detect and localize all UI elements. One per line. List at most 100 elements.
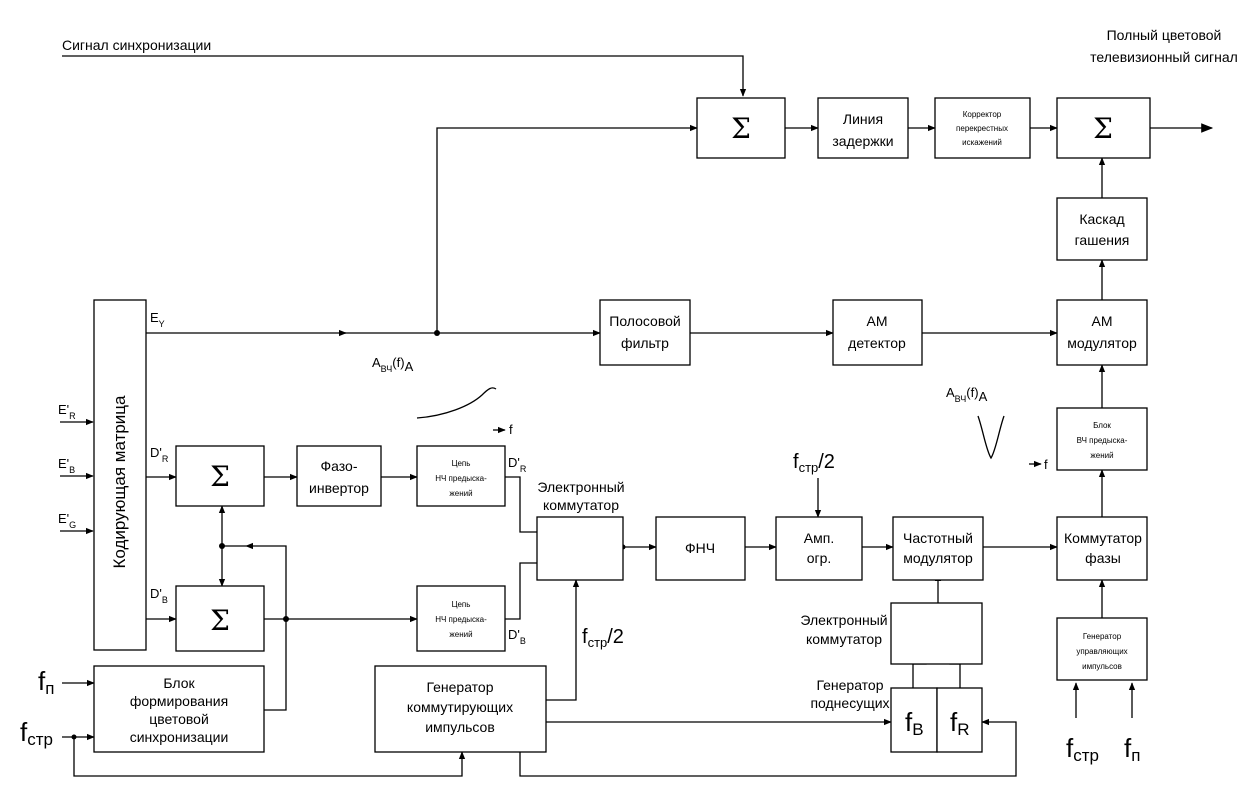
svg-text:жений: жений [449,630,472,639]
hf-response-curve [977,415,1005,460]
color-sync-block [93,665,265,753]
corrector-label: Корректор [963,110,1002,119]
svg-text:фазы: фазы [1085,550,1121,566]
signal-labels: Сигнал синхронизации Полный цветовой тел… [20,27,1238,765]
sum-out-block [1056,97,1151,159]
svg-text:формирования: формирования [130,693,228,709]
dr-left-label: D'R [150,445,169,464]
am-modulator-label: АМ [1092,313,1113,329]
fstr2-mid-label: fстр/2 [582,626,624,650]
ey-to-sum-line [436,124,698,333]
cascade-label: Каскад [1079,211,1124,227]
fb-label: fB [905,707,924,739]
switch-gen-label: Генератор [426,679,493,695]
svg-text:НЧ предыска-: НЧ предыска- [435,474,487,483]
cascade-block [1056,197,1148,261]
svg-text:задержки: задержки [832,133,893,149]
output-label: Полный цветовой [1107,27,1222,43]
svg-text:фильтр: фильтр [621,335,669,351]
svg-text:инвертор: инвертор [309,480,369,496]
sum-r-label: Σ [210,460,230,493]
avch-right-label: AВЧ(f)A [946,385,988,404]
svg-text:коммутатор: коммутатор [543,497,619,513]
limiter-block [775,516,863,581]
lpf-block [655,516,746,581]
block-labels: Σ Σ Σ Σ Линия задержки Корректор перекре… [110,110,1142,745]
f-axis-label-a: f [509,422,513,437]
fr-block [936,687,983,753]
frequency-response-curves [416,387,1042,468]
delay-line-label: Линия [843,111,883,127]
lf-r-block [416,445,506,507]
svg-text:детектор: детектор [848,335,906,351]
fm-label: Частотный [903,530,973,546]
svg-text:поднесущих: поднесущих [810,695,889,711]
f-axis-label-b: f [1044,457,1048,472]
fr-label: fR [950,707,970,739]
sum-b-label: Σ [210,604,230,637]
sum-out-label: Σ [1093,112,1113,145]
svg-text:коммутирующих: коммутирующих [407,699,513,715]
hf-preemph-block [1056,407,1148,471]
svg-text:управляющих: управляющих [1076,647,1127,656]
limiter-label: Амп. [804,530,834,546]
switch-caption: Электронный [537,479,624,495]
blocks [93,97,1151,753]
ey-label: EY [150,310,165,329]
db-right-label: D'B [508,627,526,646]
electronic-switch-2-block [890,602,983,665]
svg-text:ВЧ предыска-: ВЧ предыска- [1077,436,1128,445]
phase-switch-label: Коммутатор [1064,530,1142,546]
subcarrier-caption: Генератор [816,677,883,693]
eb-label: E'B [58,456,75,475]
svg-text:импульсов: импульсов [1082,662,1122,671]
lf-b-block [416,585,506,652]
phase-inverter-label: Фазо- [321,458,358,474]
lpf-label: ФНЧ [685,540,715,556]
svg-text:модулятор: модулятор [903,550,973,566]
fstr-left-label: fстр [20,717,53,749]
hf-preemph-label: Блок [1093,421,1111,430]
svg-text:искажений: искажений [962,138,1002,147]
sum-top-block [696,97,786,159]
phase-inverter-block [296,445,382,507]
am-detector-label: АМ [867,313,888,329]
dr-right-label: D'R [508,455,527,474]
svg-text:модулятор: модулятор [1067,335,1137,351]
sync-line [62,55,747,97]
ctrl-gen-block [1056,617,1148,681]
fm-block [892,516,984,581]
fb-block [890,687,938,753]
svg-text:жений: жений [449,489,472,498]
corrector-block [934,97,1031,159]
matrix-label: Кодирующая матрица [110,395,129,569]
fp-right-label: fп [1124,733,1140,765]
delay-line-block [817,97,909,159]
sync-signal-label: Сигнал синхронизации [62,37,211,53]
svg-text:импульсов: импульсов [425,719,495,735]
sum-top-label: Σ [731,112,751,145]
svg-text:гашения: гашения [1075,232,1130,248]
switch2-caption: Электронный [800,612,887,628]
phase-switch-block [1056,516,1148,581]
connection-lines [60,55,1214,777]
switch-block [536,516,624,581]
svg-text:НЧ предыска-: НЧ предыска- [435,615,487,624]
avch-main-label: AВЧ(f)A [372,355,414,374]
fp-left-label: fп [38,666,54,698]
eg-label: E'G [58,511,76,530]
switch-gen-block [374,665,547,753]
svg-text:перекрестных: перекрестных [956,124,1008,133]
bandpass-label: Полосовой [609,313,680,329]
svg-text:телевизионный сигнал: телевизионный сигнал [1090,49,1238,65]
sum-b-block [175,585,265,652]
fstr2-top-label: fстр/2 [793,451,835,475]
svg-text:коммутатор: коммутатор [806,631,882,647]
sum-r-block [175,445,265,507]
fstr-right-label: fстр [1066,733,1099,765]
er-label: E'R [58,402,76,421]
lf-response-curve [416,387,497,419]
matrix-block [93,299,147,651]
svg-text:синхронизации: синхронизации [130,729,229,745]
